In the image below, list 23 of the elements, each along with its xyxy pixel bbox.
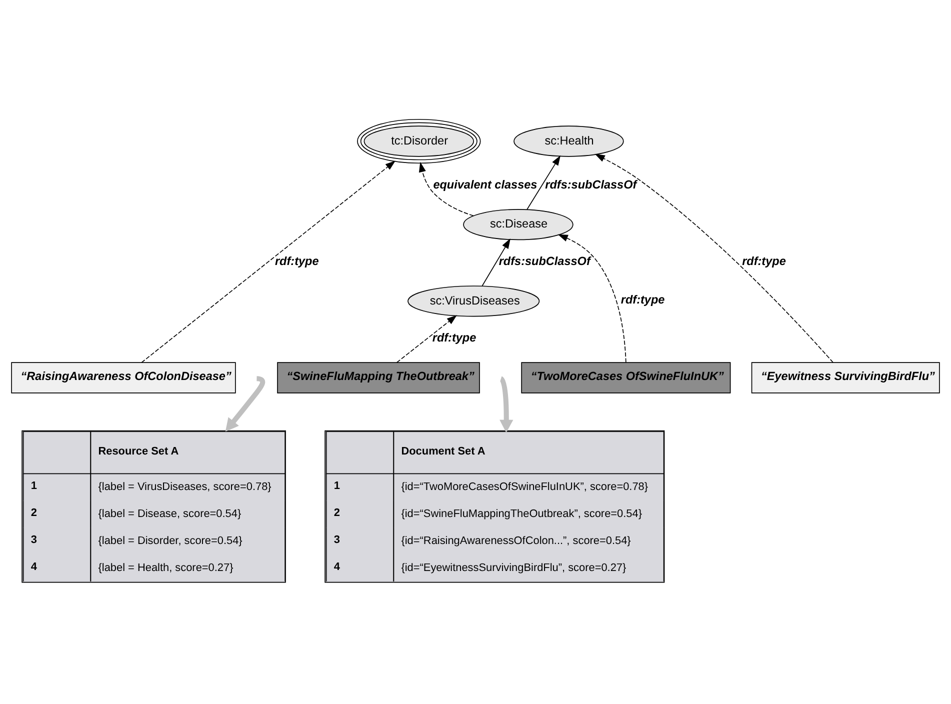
arrow bbox=[396, 314, 457, 362]
arrow bbox=[558, 234, 626, 362]
node-ellipse: sc:VirusDiseases bbox=[408, 285, 540, 316]
node-box: “Eyewitness SurvivingBirdFlu” bbox=[751, 362, 940, 393]
arrow bbox=[499, 376, 514, 432]
edge-label: rdfs:subClassOf bbox=[498, 254, 590, 268]
edge-label: equivalent classes bbox=[433, 178, 538, 192]
node-box: “TwoMoreCases OfSwineFluInUK” bbox=[521, 362, 731, 393]
node-ellipse: tc:Disorder bbox=[357, 118, 481, 164]
arrow bbox=[482, 238, 510, 286]
edge-label: rdf:type bbox=[432, 331, 476, 344]
node-box: “SwineFluMapping TheOutbreak” bbox=[277, 362, 480, 393]
arrow bbox=[594, 153, 834, 362]
arrow bbox=[141, 160, 396, 362]
edge-label: rdfs:subClassOf bbox=[545, 178, 637, 192]
edge-label: rdf:type bbox=[274, 254, 319, 268]
arrow bbox=[225, 376, 266, 432]
arrow bbox=[526, 154, 561, 210]
node-box: “RaisingAwareness OfColonDisease” bbox=[11, 362, 236, 393]
node-ellipse: sc:Health bbox=[514, 125, 624, 156]
edge-label: rdf:type bbox=[620, 292, 665, 306]
arrow bbox=[418, 161, 474, 216]
edge-label: rdf:type bbox=[742, 254, 786, 268]
